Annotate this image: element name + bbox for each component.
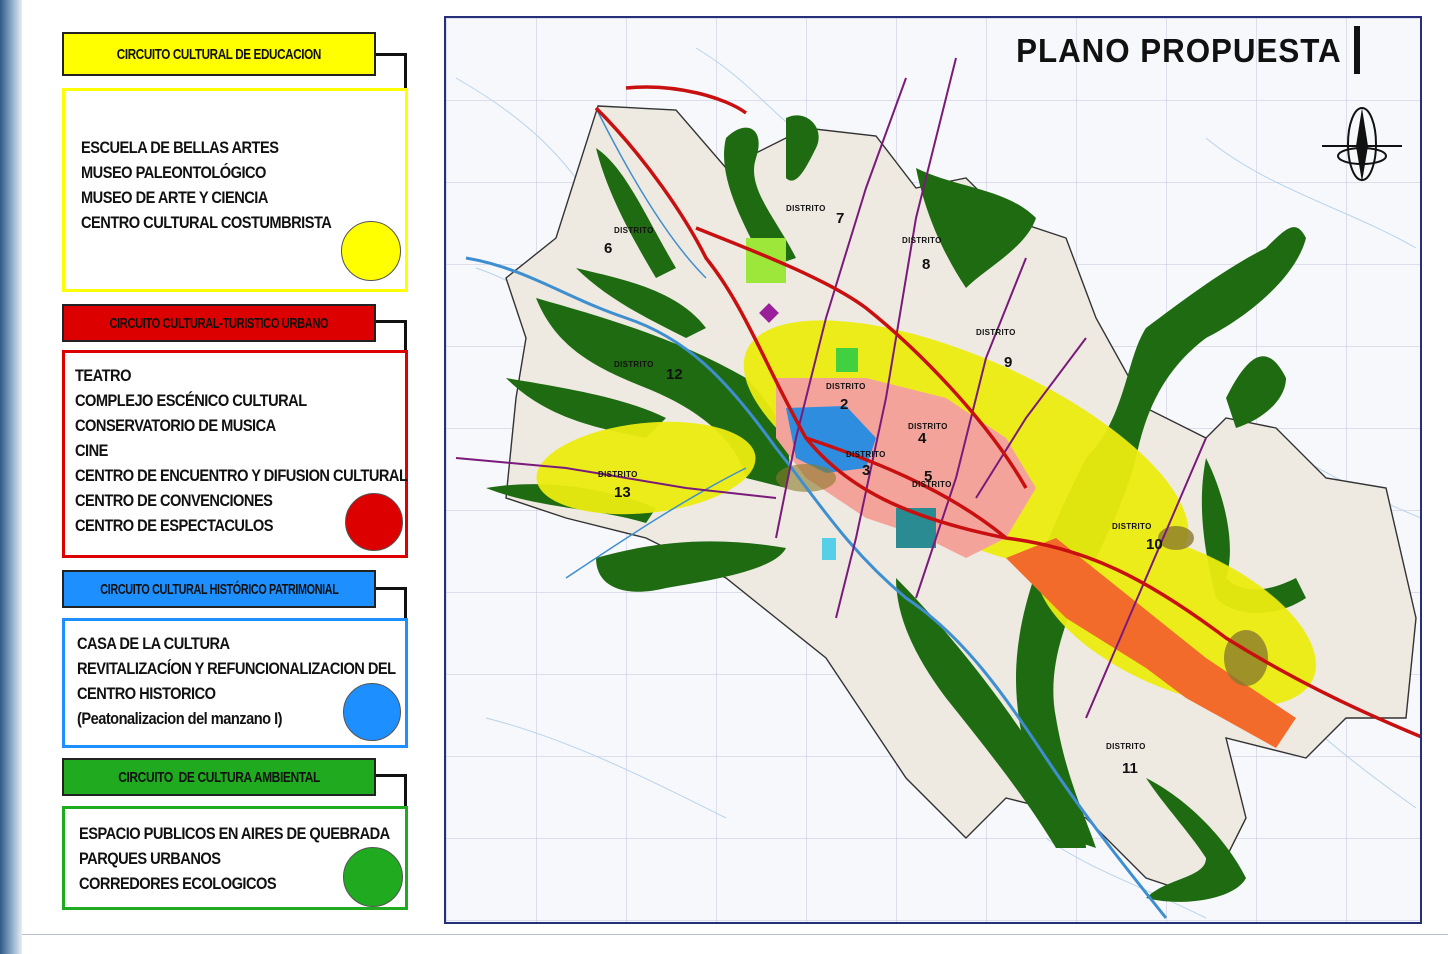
legend-list-environment: ESPACIO PUBLICOS EN AIRES DE QUEBRADA PA…: [79, 821, 395, 896]
landmark: [759, 303, 779, 323]
legend-item: MUSEO DE ARTE Y CIENCIA: [81, 188, 268, 207]
orange-strip-zone: [1006, 538, 1296, 748]
district-number: 7: [836, 210, 845, 227]
olive-patch: [1158, 526, 1194, 550]
legend-header-urban: CIRCUITO CULTURAL-TURISTICO URBANO: [62, 304, 376, 342]
legend-dot-urban: [345, 493, 403, 551]
legend-item: CENTRO DE ESPECTACULOS: [75, 516, 273, 535]
legend-item: (Peatonalizacion del manzano I): [77, 709, 282, 728]
district-number: 9: [1004, 354, 1013, 371]
district-number: 8: [922, 256, 931, 273]
legend-box-environment: ESPACIO PUBLICOS EN AIRES DE QUEBRADA PA…: [62, 806, 408, 910]
window-left-edge: [0, 0, 22, 954]
district-number: 11: [1122, 760, 1138, 777]
district-label: DISTRITO: [826, 382, 866, 391]
legend-dot-heritage: [343, 683, 401, 741]
district-number: 6: [604, 240, 613, 257]
legend-item: CONSERVATORIO DE MUSICA: [75, 416, 276, 435]
district-label: DISTRITO: [1106, 742, 1146, 751]
legend-list-heritage: CASA DE LA CULTURA REVITALIZACÍON Y REFU…: [77, 631, 396, 731]
map-title-bar: [1354, 26, 1360, 74]
map-title: PLANO PROPUESTA: [1016, 32, 1342, 69]
district-label: DISTRITO: [598, 470, 638, 479]
district-label: DISTRITO: [786, 204, 826, 213]
district-number: 4: [918, 430, 927, 447]
legend-item: CENTRO DE ENCUENTRO Y DIFUSION CULTURAL: [75, 466, 408, 485]
district-number: 10: [1146, 536, 1163, 553]
legend-box-heritage: CASA DE LA CULTURA REVITALIZACÍON Y REFU…: [62, 618, 408, 748]
legend-header-education: CIRCUITO CULTURAL DE EDUCACION: [62, 32, 376, 76]
legend-header-environment: CIRCUITO DE CULTURA AMBIENTAL: [62, 758, 376, 796]
district-number: 5: [924, 468, 933, 485]
legend-item: ESPACIO PUBLICOS EN AIRES DE QUEBRADA: [79, 824, 390, 843]
district-number: 12: [666, 366, 683, 383]
legend-item: CENTRO HISTORICO: [77, 684, 216, 703]
bottom-divider: [22, 934, 1448, 935]
water-body: [822, 538, 836, 560]
legend-dot-environment: [343, 847, 403, 907]
legend-header-heritage: CIRCUITO CULTURAL HISTÓRICO PATRIMONIAL: [62, 570, 376, 608]
legend-item: MUSEO PALEONTOLÓGICO: [81, 163, 266, 182]
urban-park: [836, 348, 858, 372]
legend-header-urban-text: CIRCUITO CULTURAL-TURISTICO URBANO: [109, 314, 329, 332]
tributary-river: [565, 467, 747, 579]
district-label: DISTRITO: [1112, 522, 1152, 531]
district-label: DISTRITO: [908, 422, 948, 431]
legend-item: REVITALIZACÍON Y REFUNCIONALIZACION DEL: [77, 659, 396, 678]
legend-item: TEATRO: [75, 366, 131, 385]
legend-connector-environment: [376, 774, 407, 807]
proposal-map: PLANO PROPUESTA DISTRITO 6 DISTRITO 7 DI…: [444, 16, 1422, 924]
legend-item: COMPLEJO ESCÉNICO CULTURAL: [75, 391, 307, 410]
legend-connector-heritage: [376, 587, 407, 621]
legend-box-education: ESCUELA DE BELLAS ARTES MUSEO PALEONTOLÓ…: [62, 88, 408, 292]
main-roads: [594, 85, 1420, 739]
district-number: 13: [614, 484, 631, 501]
district-label: DISTRITO: [846, 450, 886, 459]
district-label: DISTRITO: [902, 236, 942, 245]
legend-box-urban: TEATRO COMPLEJO ESCÉNICO CULTURAL CONSER…: [62, 350, 408, 558]
district-number: 3: [862, 462, 871, 479]
legend-item: ESCUELA DE BELLAS ARTES: [81, 138, 279, 157]
north-arrow-icon: [1322, 107, 1402, 182]
legend-connector-education: [376, 53, 407, 88]
district-label: DISTRITO: [912, 480, 952, 489]
legend-header-heritage-text: CIRCUITO CULTURAL HISTÓRICO PATRIMONIAL: [99, 580, 339, 598]
legend-list-urban: TEATRO COMPLEJO ESCÉNICO CULTURAL CONSER…: [75, 363, 408, 538]
map-canvas: [446, 18, 1420, 922]
district-label: DISTRITO: [614, 226, 654, 235]
legend-list-education: ESCUELA DE BELLAS ARTES MUSEO PALEONTOLÓ…: [81, 135, 395, 235]
transit-lines: [455, 57, 1207, 719]
legend-item: CASA DE LA CULTURA: [77, 634, 230, 653]
legend-item: CORREDORES ECOLOGICOS: [79, 874, 277, 893]
legend-header-education-text: CIRCUITO CULTURAL DE EDUCACION: [116, 45, 322, 63]
district-label: DISTRITO: [614, 360, 654, 369]
legend-dot-education: [341, 221, 401, 281]
district-label: DISTRITO: [976, 328, 1016, 337]
main-river: [465, 256, 1168, 919]
legend-item: CENTRO CULTURAL COSTUMBRISTA: [81, 213, 332, 232]
legend-item: PARQUES URBANOS: [79, 849, 221, 868]
olive-patch: [776, 464, 836, 492]
legend-item: CINE: [75, 441, 108, 460]
district-number: 2: [840, 396, 849, 413]
tributary-river: [595, 107, 707, 279]
legend-item: CENTRO DE CONVENCIONES: [75, 491, 273, 510]
legend-connector-urban: [376, 320, 407, 353]
legend-header-environment-text: CIRCUITO DE CULTURA AMBIENTAL: [118, 768, 320, 786]
